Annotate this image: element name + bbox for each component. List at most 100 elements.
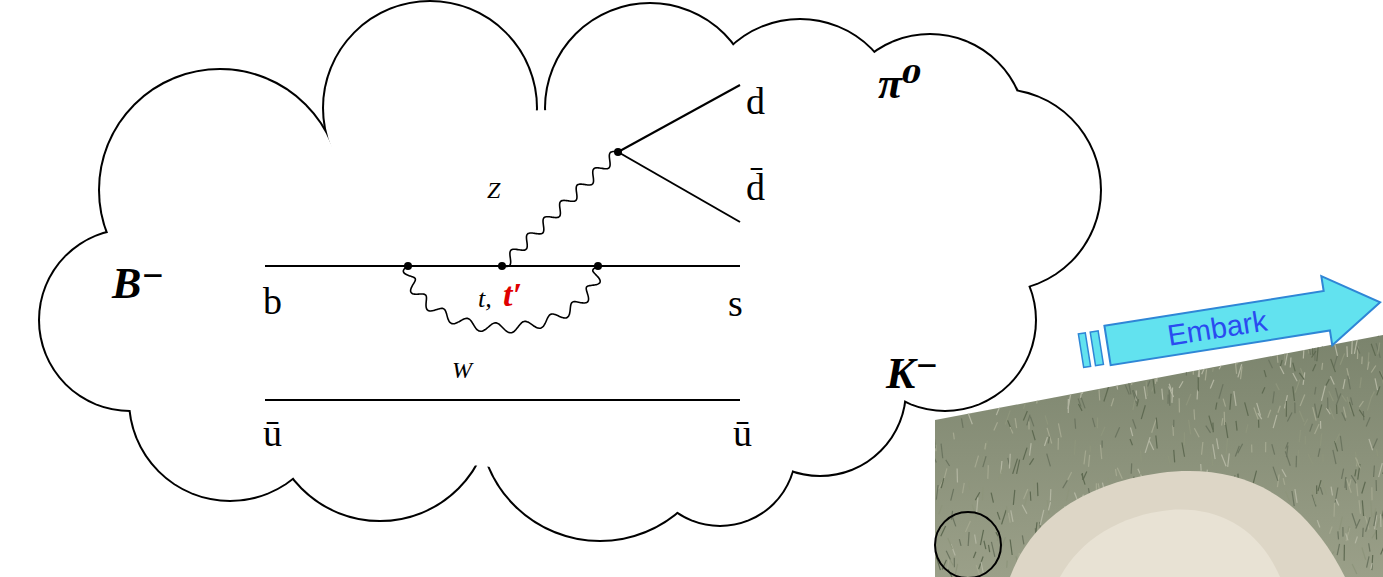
grass-blade bbox=[1047, 361, 1049, 371]
grass-blade bbox=[1362, 482, 1366, 494]
grass-blade bbox=[964, 345, 966, 355]
grass-blade bbox=[1337, 531, 1339, 539]
grass-blade bbox=[1343, 379, 1345, 389]
grass-blade bbox=[1028, 422, 1029, 430]
grass-blade bbox=[1198, 361, 1200, 377]
grass-blade bbox=[1115, 375, 1117, 389]
grass-blade bbox=[1202, 442, 1203, 455]
quark-line bbox=[618, 85, 740, 152]
grass-blade bbox=[1342, 527, 1343, 537]
grass-blade bbox=[1040, 371, 1043, 386]
grass-blade bbox=[1321, 363, 1323, 370]
grass-blade bbox=[954, 341, 956, 356]
grass-blade bbox=[997, 327, 1000, 342]
grass-blade bbox=[991, 542, 994, 557]
grass-blade bbox=[1130, 428, 1132, 437]
grass-blade bbox=[1145, 437, 1150, 453]
quark-label: ū bbox=[263, 414, 282, 452]
loop-quark-label: t, bbox=[478, 286, 492, 312]
grass-blade bbox=[1235, 360, 1236, 373]
grass-blade bbox=[1234, 391, 1236, 406]
grass-blade bbox=[1323, 333, 1327, 343]
grass-blade bbox=[1303, 344, 1305, 358]
cloud-bump bbox=[735, 305, 905, 475]
grass-blade bbox=[1318, 448, 1320, 456]
grass-blade bbox=[1010, 539, 1012, 555]
grass-blade bbox=[1156, 369, 1158, 382]
grass-blade bbox=[1090, 446, 1091, 453]
grass-blade bbox=[1045, 415, 1048, 424]
grass-blade bbox=[1382, 503, 1383, 516]
grass-blade bbox=[1117, 468, 1122, 479]
grass-blade bbox=[1359, 401, 1363, 407]
grass-blade bbox=[1356, 482, 1357, 497]
grass-blade bbox=[964, 330, 966, 338]
grass-blade bbox=[974, 390, 976, 404]
grass-blade bbox=[1013, 490, 1014, 505]
grass-blade bbox=[1118, 367, 1120, 383]
grass-blade bbox=[1317, 346, 1318, 361]
grass-blade bbox=[1133, 390, 1138, 401]
grass-blade bbox=[934, 330, 937, 339]
grass-blade bbox=[987, 404, 989, 410]
grass-blade bbox=[1133, 419, 1136, 429]
grass-blade bbox=[1193, 366, 1194, 375]
grass-blade bbox=[975, 534, 976, 543]
grass-blade bbox=[1251, 445, 1252, 453]
grass-blade bbox=[1351, 475, 1356, 483]
grass-blade bbox=[1340, 436, 1342, 451]
quark-line bbox=[265, 399, 740, 401]
grass-blade bbox=[1205, 369, 1206, 380]
grass-blade bbox=[1349, 402, 1354, 416]
grass-blade bbox=[1308, 339, 1311, 354]
grass-blade bbox=[1367, 396, 1371, 411]
grass-blade bbox=[967, 349, 968, 362]
grass-blade bbox=[1304, 419, 1308, 426]
grass-blade bbox=[1372, 531, 1377, 538]
grass-blade bbox=[957, 364, 961, 375]
grass-blade bbox=[1344, 545, 1345, 561]
grass-blade bbox=[980, 530, 983, 545]
grass-blade bbox=[1179, 398, 1180, 412]
grass-blade bbox=[1331, 487, 1332, 496]
grass-blade bbox=[1276, 383, 1279, 390]
grass-blade bbox=[1356, 519, 1360, 528]
cloud-bump bbox=[700, 20, 900, 220]
meson-label: π⁰ bbox=[878, 62, 921, 106]
grass-blade bbox=[1262, 387, 1265, 393]
w-boson-line bbox=[403, 266, 600, 333]
grass-blade bbox=[1284, 346, 1285, 362]
grass-blade bbox=[1295, 489, 1297, 503]
grass-blade bbox=[1030, 417, 1034, 427]
grass-blade bbox=[1030, 443, 1032, 455]
grass-blade bbox=[1001, 333, 1002, 339]
grass-blade bbox=[1336, 404, 1338, 414]
z-boson-line bbox=[502, 152, 618, 267]
grass-blade bbox=[968, 412, 973, 425]
grass-blade bbox=[1320, 421, 1321, 429]
meson-label: K⁻ bbox=[886, 352, 939, 396]
grass-blade bbox=[1340, 354, 1344, 365]
grass-blade bbox=[1047, 454, 1051, 467]
quark-label: d̄ bbox=[746, 168, 765, 206]
grass-blade bbox=[1005, 410, 1010, 424]
grass-blade bbox=[1131, 370, 1133, 378]
grass-blade bbox=[1290, 357, 1292, 367]
grass-blade bbox=[1213, 444, 1215, 459]
grass-blade bbox=[1273, 467, 1278, 481]
grass-blade bbox=[1293, 363, 1295, 372]
grass-blade bbox=[968, 395, 969, 402]
grass-blade bbox=[991, 493, 993, 503]
grass-blade bbox=[1293, 386, 1295, 401]
grass-blade bbox=[1342, 395, 1346, 401]
grass-blade bbox=[1293, 373, 1297, 381]
grass-blade bbox=[1308, 454, 1313, 464]
grass-blade bbox=[965, 521, 970, 532]
grass-blade bbox=[1037, 392, 1038, 404]
grass-blade bbox=[1037, 483, 1039, 496]
grass-blade bbox=[1010, 427, 1013, 434]
grass-blade bbox=[1040, 510, 1044, 525]
grass-blade bbox=[984, 373, 988, 382]
grass-blade bbox=[981, 343, 984, 357]
grass-blade bbox=[1186, 394, 1191, 406]
